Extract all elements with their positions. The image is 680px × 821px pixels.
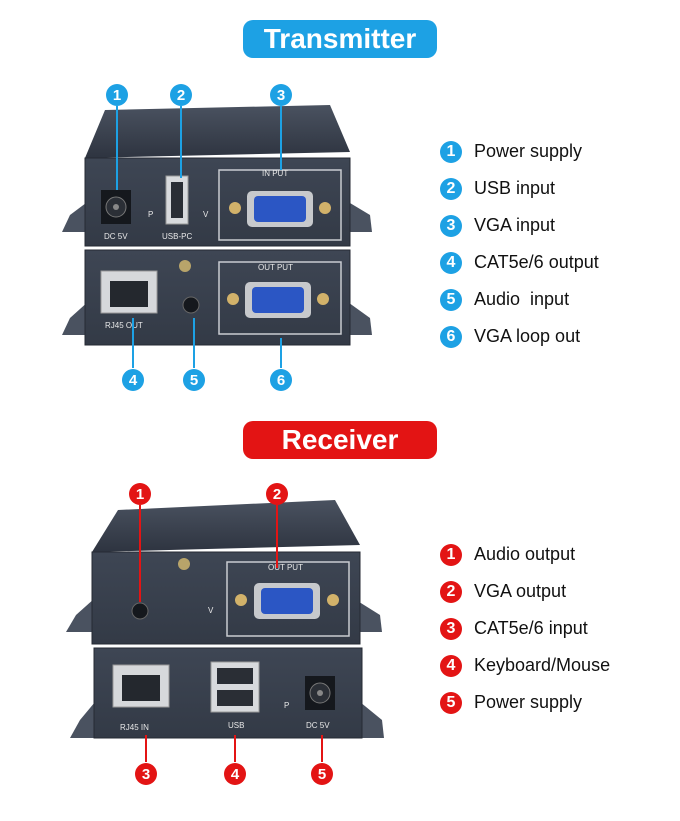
tx-vga-in-label: IN PUT [262, 169, 288, 178]
tx-legend-number-icon: 5 [440, 288, 462, 311]
tx-legend-number-icon: 6 [440, 325, 462, 348]
tx-legend-item-2: 2 USB input [440, 170, 599, 207]
rx-callout-4-icon [224, 763, 246, 785]
tx-legend-number-icon: 4 [440, 251, 462, 274]
tx-callout-3-icon [270, 84, 292, 106]
receiver-title: Receiver [243, 421, 437, 459]
rx-legend-item-4: 4 Keyboard/Mouse [440, 647, 610, 684]
tx-legend-item-3: 3 VGA input [440, 207, 599, 244]
transmitter-device: DC 5V P USB-PC V IN PUT RJ45 OUT [62, 84, 372, 391]
tx-rj45-port [100, 270, 158, 314]
tx-legend-label: CAT5e/6 output [474, 252, 599, 272]
rx-legend-number-icon: 2 [440, 580, 462, 603]
rx-p-label: P [284, 701, 289, 710]
rx-audio-jack [131, 602, 149, 620]
rx-legend-number-icon: 4 [440, 654, 462, 677]
rx-callout-1-icon [129, 483, 151, 505]
tx-callout-5: 5 [190, 372, 198, 389]
tx-callout-1-icon [106, 84, 128, 106]
tx-legend-item-1: 1 Power supply [440, 133, 599, 170]
tx-callout-6-icon [270, 369, 292, 391]
tx-callout-5-icon [183, 369, 205, 391]
rx-vga-out-label: OUT PUT [268, 563, 303, 572]
tx-legend-label: Power supply [474, 141, 583, 161]
tx-callout-3: 3 [277, 87, 285, 104]
rx-legend-number-icon: 1 [440, 543, 462, 566]
rx-usb-port [210, 661, 260, 713]
tx-callout-4-icon [122, 369, 144, 391]
rx-callout-4: 4 [231, 766, 240, 783]
tx-rj45-label: RJ45 OUT [105, 321, 143, 330]
rx-callout-5: 5 [318, 766, 326, 783]
tx-usb-port [165, 175, 189, 225]
rx-callout-2: 2 [273, 486, 281, 503]
rx-legend-number-icon: 5 [440, 691, 462, 714]
rx-legend-item-1: 1 Audio output [440, 536, 610, 573]
rx-rj45-port [112, 664, 170, 708]
tx-callout-4: 4 [129, 372, 138, 389]
rx-dc-jack [305, 676, 335, 710]
rx-legend-label: Keyboard/Mouse [474, 655, 611, 675]
tx-legend-label: Audio input [474, 289, 570, 309]
tx-legend-number-icon: 3 [440, 214, 462, 237]
tx-legend-item-4: 4 CAT5e/6 output [440, 244, 599, 281]
rx-legend-item-5: 5 Power supply [440, 684, 610, 721]
tx-legend-label: USB input [474, 178, 556, 198]
rx-callout-1: 1 [136, 486, 144, 503]
tx-callout-1: 1 [113, 87, 121, 104]
transmitter-title: Transmitter [243, 20, 437, 58]
rx-legend-label: Audio output [474, 544, 576, 564]
tx-v-label: V [203, 210, 209, 219]
tx-callout-2-icon [170, 84, 192, 106]
tx-usb-label: USB-PC [162, 232, 192, 241]
tx-p-label: P [148, 210, 153, 219]
tx-legend-item-5: 5 Audio input [440, 281, 599, 318]
rx-vga-out-port [226, 561, 350, 637]
rx-dc-label: DC 5V [306, 721, 330, 730]
rx-legend-item-2: 2 VGA output [440, 573, 610, 610]
rx-legend-label: Power supply [474, 692, 583, 712]
tx-legend-item-6: 6 VGA loop out [440, 318, 599, 355]
rx-usb-label: USB [228, 721, 244, 730]
rx-legend-number-icon: 3 [440, 617, 462, 640]
tx-vga-out-label: OUT PUT [258, 263, 293, 272]
tx-vga-in-port [218, 169, 342, 241]
tx-legend-label: VGA input [474, 215, 556, 235]
rx-callout-3: 3 [142, 766, 150, 783]
tx-ground-screw [179, 260, 191, 272]
receiver-legend: 1 Audio output 2 VGA output 3 CAT5e/6 in… [440, 536, 610, 721]
tx-dc-label: DC 5V [104, 232, 128, 241]
rx-ground-screw [178, 558, 190, 570]
tx-legend-label: VGA loop out [474, 326, 581, 346]
transmitter-legend: 1 Power supply 2 USB input 3 VGA input 4… [440, 133, 599, 355]
rx-legend-item-3: 3 CAT5e/6 input [440, 610, 610, 647]
rx-callout-3-icon [135, 763, 157, 785]
rx-rj45-label: RJ45 IN [120, 723, 149, 732]
rx-legend-label: CAT5e/6 input [474, 618, 588, 638]
receiver-device: V OUT PUT RJ45 IN USB P DC 5V [66, 483, 384, 785]
rx-legend-label: VGA output [474, 581, 567, 601]
tx-legend-number-icon: 2 [440, 177, 462, 200]
rx-callout-5-icon [311, 763, 333, 785]
tx-vga-out-port [218, 261, 342, 335]
tx-callout-6: 6 [277, 372, 285, 389]
tx-dc-jack [101, 190, 131, 224]
rx-callout-2-icon [266, 483, 288, 505]
tx-legend-number-icon: 1 [440, 140, 462, 163]
rx-v-label: V [208, 606, 214, 615]
tx-callout-2: 2 [177, 87, 185, 104]
tx-audio-jack [182, 296, 200, 314]
